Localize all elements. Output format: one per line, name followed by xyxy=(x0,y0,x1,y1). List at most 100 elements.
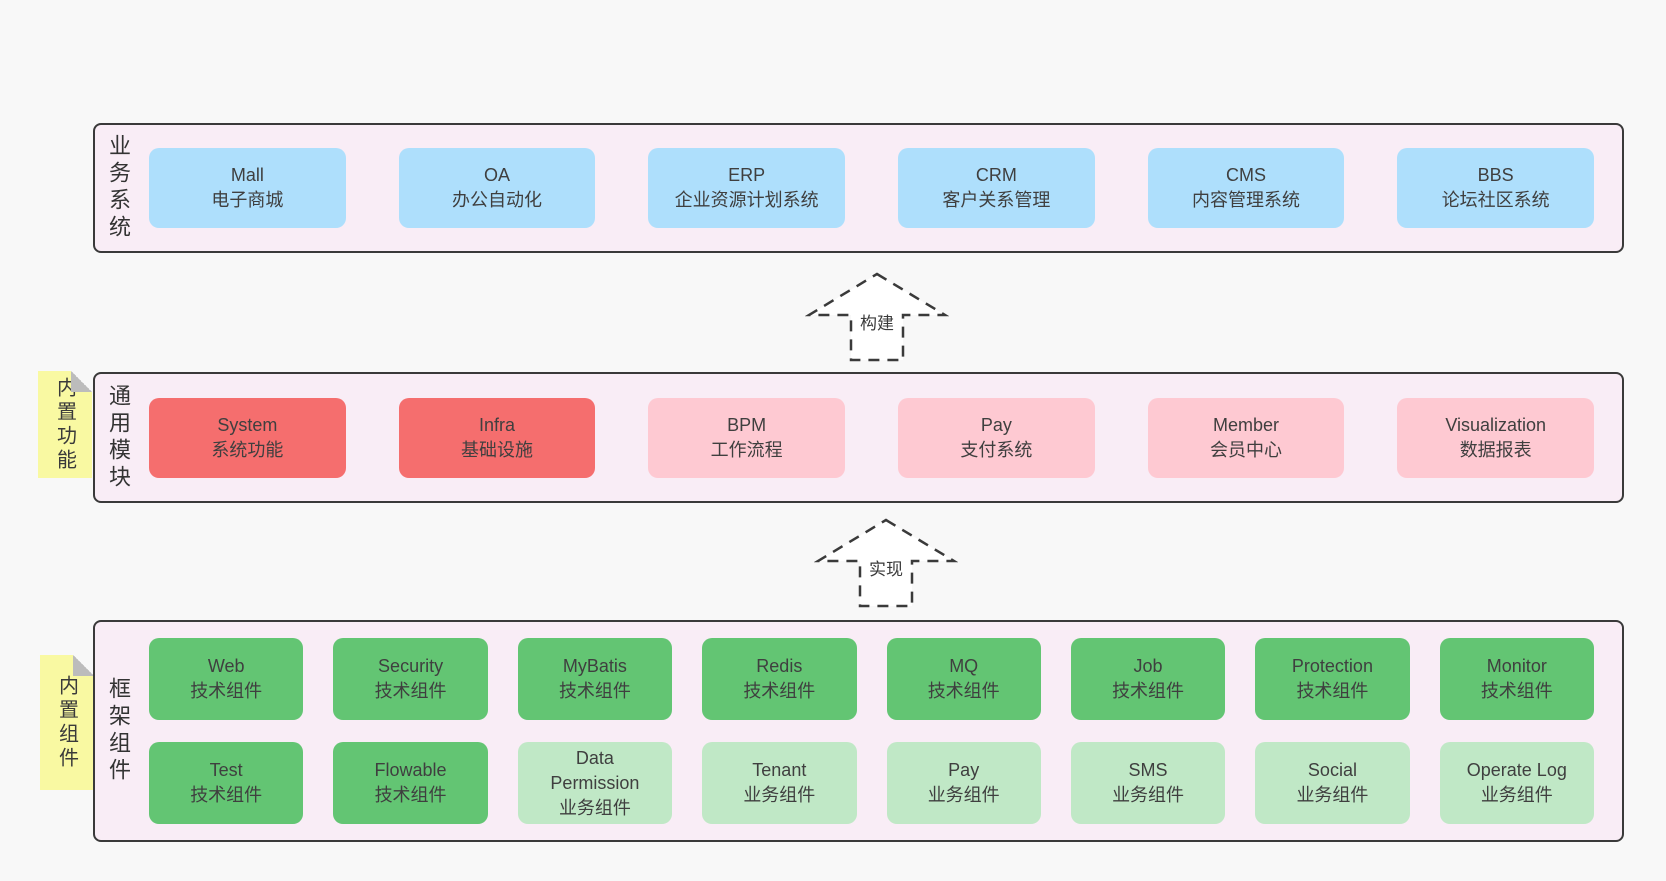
card-desc: 业务组件 xyxy=(743,785,816,805)
card-name: Operate Log xyxy=(1466,760,1567,780)
card-name: Social xyxy=(1307,760,1357,780)
card-name: Flowable xyxy=(374,760,447,780)
card-name: BPM xyxy=(727,414,767,435)
card-desc: 电子商城 xyxy=(211,190,284,210)
card-name: Security xyxy=(378,656,444,676)
card-social: Social 业务组件 xyxy=(1255,742,1410,824)
card-desc: 技术组件 xyxy=(190,785,263,805)
card-bpm: BPM 工作流程 xyxy=(648,397,846,478)
sticky-note-built-in-components: 内置组件 xyxy=(40,655,94,790)
card-data-permission: Data Permission 业务组件 xyxy=(517,742,673,824)
card-test: Test 技术组件 xyxy=(149,742,304,824)
card-desc: 业务组件 xyxy=(927,785,1000,805)
card-pay-component: Pay 业务组件 xyxy=(886,742,1041,824)
card-desc: 技术组件 xyxy=(374,785,447,805)
arrow-label: 构建 xyxy=(857,309,897,334)
card-job: Job 技术组件 xyxy=(1070,638,1226,720)
card-desc: 技术组件 xyxy=(1480,681,1553,701)
panel-common-modules: 通用模块 System 系统功能 Infra 基础设施 BPM 工作流程 Pay… xyxy=(93,372,1624,503)
card-name: System xyxy=(217,414,278,435)
card-desc: 支付系统 xyxy=(960,439,1033,460)
card-desc: 业务组件 xyxy=(1296,785,1369,805)
card-protection: Protection 技术组件 xyxy=(1255,638,1410,720)
card-oa: OA 办公自动化 xyxy=(398,148,596,228)
card-redis: Redis 技术组件 xyxy=(702,638,857,720)
card-desc: 企业资源计划系统 xyxy=(674,190,819,210)
card-member: Member 会员中心 xyxy=(1147,397,1345,478)
card-desc: 技术组件 xyxy=(558,681,631,701)
card-erp: ERP 企业资源计划系统 xyxy=(648,148,846,228)
panel-business-systems: 业务系统 Mall 电子商城 OA 办公自动化 ERP 企业资源计划系统 CRM… xyxy=(93,123,1624,253)
folded-corner-icon xyxy=(73,655,94,676)
card-name: SMS xyxy=(1128,760,1168,780)
card-name: Tenant xyxy=(752,760,807,780)
card-desc: 基础设施 xyxy=(461,439,533,460)
card-name: MyBatis xyxy=(562,656,627,676)
panel-title-business-systems: 业务系统 xyxy=(106,134,131,242)
card-operate-log: Operate Log 业务组件 xyxy=(1439,742,1594,824)
card-flowable: Flowable 技术组件 xyxy=(333,742,488,824)
card-web: Web 技术组件 xyxy=(149,638,304,720)
card-desc: 内容管理系统 xyxy=(1192,190,1301,210)
card-name: Member xyxy=(1213,414,1280,435)
panel-framework-components: 框架组件 Web 技术组件 Security 技术组件 MyBatis 技术组件… xyxy=(93,620,1624,842)
card-name: Job xyxy=(1133,656,1163,676)
card-crm: CRM 客户关系管理 xyxy=(898,148,1095,228)
card-desc: 技术组件 xyxy=(374,681,447,701)
card-desc: 数据报表 xyxy=(1459,439,1532,460)
card-desc: 办公自动化 xyxy=(452,190,542,210)
modules-cards-row: System 系统功能 Infra 基础设施 BPM 工作流程 Pay 支付系统… xyxy=(149,397,1595,478)
card-name: Data Permission xyxy=(550,747,640,793)
card-name: BBS xyxy=(1477,165,1514,185)
card-mybatis: MyBatis 技术组件 xyxy=(517,638,673,720)
sticky-note-label: 内置组件 xyxy=(55,674,78,771)
card-desc: 业务组件 xyxy=(558,797,631,818)
card-desc: 论坛社区系统 xyxy=(1441,190,1550,210)
card-desc: 客户关系管理 xyxy=(942,190,1051,210)
card-mall: Mall 电子商城 xyxy=(149,148,346,228)
card-name: Redis xyxy=(756,656,803,676)
card-name: CRM xyxy=(975,165,1017,185)
card-tenant: Tenant 业务组件 xyxy=(702,742,857,824)
card-desc: 技术组件 xyxy=(1296,681,1369,701)
card-desc: 业务组件 xyxy=(1480,785,1553,805)
sticky-note-label: 内置功能 xyxy=(53,376,76,473)
card-name: Web xyxy=(207,656,245,676)
card-name: Protection xyxy=(1291,656,1373,676)
card-name: CMS xyxy=(1226,165,1267,185)
card-desc: 会员中心 xyxy=(1210,439,1283,460)
card-system: System 系统功能 xyxy=(149,397,346,478)
sticky-note-built-in-features: 内置功能 xyxy=(38,371,92,478)
card-pay: Pay 支付系统 xyxy=(898,397,1095,478)
panel-title-framework-components: 框架组件 xyxy=(106,677,131,785)
card-name: OA xyxy=(484,165,511,185)
arrow-implement: 实现 xyxy=(814,517,958,609)
card-desc: 工作流程 xyxy=(710,439,783,460)
card-infra: Infra 基础设施 xyxy=(398,397,596,478)
card-name: Test xyxy=(209,760,243,780)
card-desc: 技术组件 xyxy=(743,681,816,701)
arrow-build: 构建 xyxy=(805,271,949,363)
card-bbs: BBS 论坛社区系统 xyxy=(1397,148,1595,228)
arrow-label: 实现 xyxy=(866,555,906,580)
card-name: Pay xyxy=(948,760,980,780)
folded-corner-icon xyxy=(71,371,92,392)
card-name: Visualization xyxy=(1445,414,1547,435)
card-name: Monitor xyxy=(1486,656,1547,676)
card-visualization: Visualization 数据报表 xyxy=(1397,397,1595,478)
panel-title-common-modules: 通用模块 xyxy=(106,383,131,492)
components-cards-grid: Web 技术组件 Security 技术组件 MyBatis 技术组件 Redi… xyxy=(149,638,1594,824)
card-name: Pay xyxy=(980,414,1012,435)
card-desc: 技术组件 xyxy=(190,681,263,701)
card-name: Mall xyxy=(230,165,264,185)
card-name: ERP xyxy=(728,165,766,185)
card-desc: 技术组件 xyxy=(927,681,1000,701)
card-mq: MQ 技术组件 xyxy=(886,638,1041,720)
card-sms: SMS 业务组件 xyxy=(1070,742,1226,824)
business-cards-row: Mall 电子商城 OA 办公自动化 ERP 企业资源计划系统 CRM 客户关系… xyxy=(149,148,1595,228)
card-cms: CMS 内容管理系统 xyxy=(1147,148,1345,228)
card-desc: 技术组件 xyxy=(1112,681,1185,701)
card-name: Infra xyxy=(478,414,516,435)
card-name: MQ xyxy=(949,656,979,676)
